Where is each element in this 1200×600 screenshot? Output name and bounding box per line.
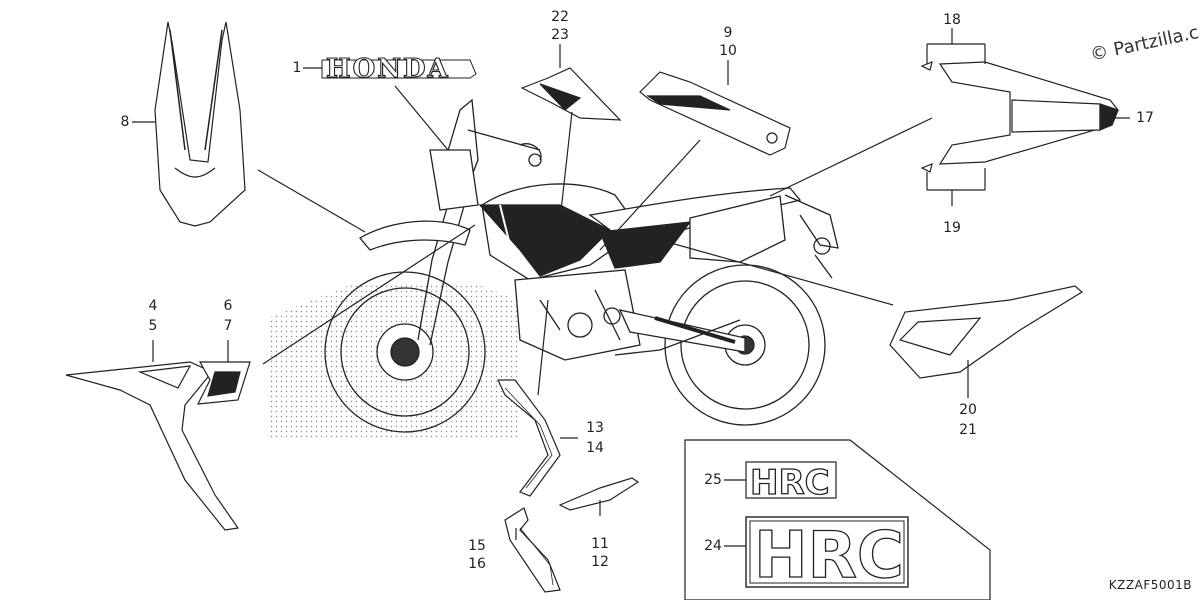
- tank-shroud-graphic: [478, 204, 612, 277]
- callout-21: 21: [959, 422, 977, 438]
- decal-shroud-small: [196, 361, 251, 405]
- engine: [514, 269, 641, 361]
- decal-shroud: [639, 71, 791, 156]
- callout-22: 22: [551, 9, 569, 25]
- callout-25: 25: [704, 472, 722, 488]
- callout-7: 7: [223, 318, 233, 334]
- callout-1: 1: [292, 60, 302, 76]
- callout-10: 10: [719, 43, 737, 59]
- callout-24: 24: [704, 538, 722, 554]
- honda-emblem: HONDA: [321, 53, 477, 85]
- callout-8: 8: [120, 114, 130, 130]
- rear-side-cover: [689, 195, 786, 263]
- motorcycle: [324, 98, 839, 433]
- hrc-small-text: HRC: [750, 463, 830, 503]
- leader-lines: [132, 28, 1130, 547]
- callout-11: 11: [591, 536, 609, 552]
- callout-4: 4: [148, 298, 158, 314]
- diagram-code: KZZAF5001B: [1108, 578, 1192, 592]
- decal-tank-wing: [520, 67, 622, 121]
- callout-12: 12: [591, 554, 609, 570]
- callout-16: 16: [468, 556, 486, 572]
- front-wheel: [324, 271, 486, 433]
- decal-rear-fender: [920, 61, 1119, 173]
- honda-logo-text: HONDA: [326, 54, 450, 84]
- callout-6: 6: [223, 298, 233, 314]
- callout-17: 17: [1136, 110, 1154, 126]
- decal-side-stripe-13: [497, 379, 561, 497]
- callout-13: 13: [586, 420, 604, 436]
- hrc-emblem-small: HRC: [745, 461, 837, 504]
- decal-rear-side: [889, 285, 1084, 379]
- swingarm: [618, 309, 746, 353]
- hrc-emblem-large: HRC: [745, 516, 909, 594]
- callout-20: 20: [959, 402, 977, 418]
- callout-14: 14: [586, 440, 604, 456]
- front-fender: [359, 220, 471, 251]
- hrc-box: [684, 439, 991, 600]
- decal-lower-stripe-15: [504, 507, 561, 593]
- callout-9: 9: [723, 25, 733, 41]
- callout-15: 15: [468, 538, 486, 554]
- callout-5: 5: [148, 318, 158, 334]
- rear-wheel: [664, 264, 826, 426]
- decal-sliver-11: [558, 477, 640, 511]
- callout-23: 23: [551, 27, 569, 43]
- callout-18: 18: [943, 12, 961, 28]
- callout-19: 19: [943, 220, 961, 236]
- decal-front-fender: [154, 21, 246, 227]
- hrc-large-text: HRC: [754, 519, 904, 593]
